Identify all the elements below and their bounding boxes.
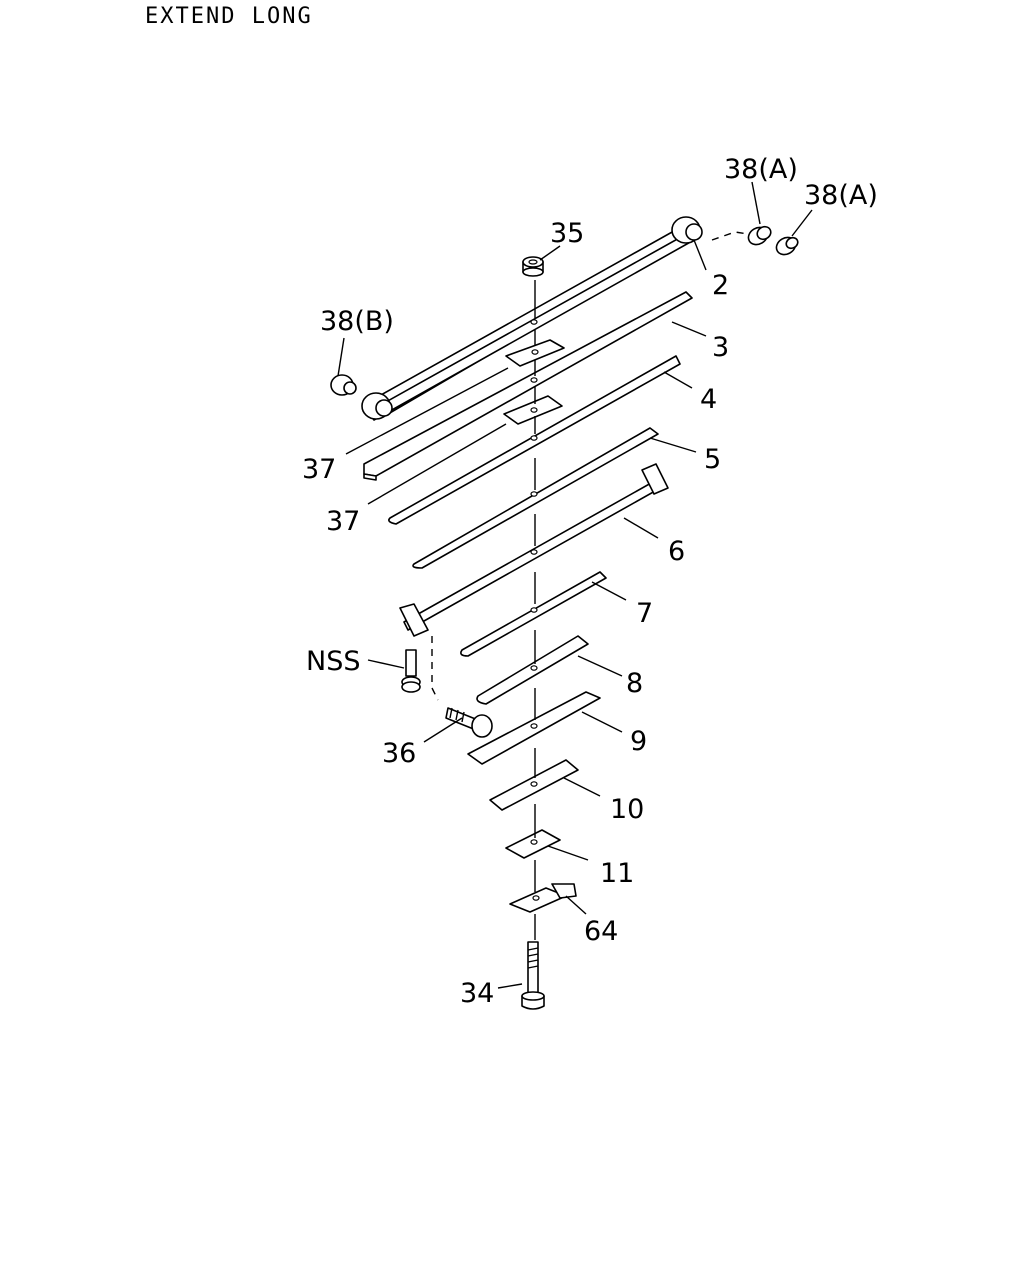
callout-37-lower: 37 xyxy=(326,506,360,537)
callout-4: 4 xyxy=(700,384,717,415)
callout-9: 9 xyxy=(630,726,647,757)
leaf-5[interactable] xyxy=(412,427,659,569)
bushing-38a-lower[interactable] xyxy=(773,234,799,258)
spacer-11[interactable] xyxy=(505,829,561,859)
callout-38a-lower: 38(A) xyxy=(804,180,878,211)
bushing-38a-upper[interactable] xyxy=(745,224,773,248)
callout-2: 2 xyxy=(712,270,729,301)
callout-64: 64 xyxy=(584,916,618,947)
callout-38a-upper: 38(A) xyxy=(724,154,798,185)
callout-10: 10 xyxy=(610,794,644,825)
callout-37-upper: 37 xyxy=(302,454,336,485)
leaf-8[interactable] xyxy=(476,635,589,705)
callout-35: 35 xyxy=(550,218,584,249)
callout-8: 8 xyxy=(626,668,643,699)
callout-38b: 38(B) xyxy=(320,306,394,337)
bolt-36[interactable] xyxy=(445,707,493,738)
leaf-6[interactable] xyxy=(399,463,669,637)
center-bolt-34[interactable] xyxy=(521,941,545,1010)
leaf-4[interactable] xyxy=(388,355,681,525)
callout-6: 6 xyxy=(668,536,685,567)
bolt-36-alignment-line xyxy=(431,636,439,701)
callout-nss: NSS xyxy=(306,646,360,677)
plate-64[interactable] xyxy=(509,883,577,913)
nut-35[interactable] xyxy=(522,256,544,277)
leaf-10[interactable] xyxy=(489,759,579,811)
callout-5: 5 xyxy=(704,444,721,475)
leaf-7[interactable] xyxy=(460,571,607,657)
callout-36: 36 xyxy=(382,738,416,769)
callout-3: 3 xyxy=(712,332,729,363)
leaf-9[interactable] xyxy=(467,691,601,765)
callout-7: 7 xyxy=(636,598,653,629)
callout-11: 11 xyxy=(600,858,634,889)
diagram-title: EXTEND LONG xyxy=(145,4,313,29)
insert-pad-37-lower[interactable] xyxy=(503,395,563,425)
bolt-nss[interactable] xyxy=(401,649,421,693)
main-leaf-2[interactable] xyxy=(361,216,703,421)
bushing-alignment-line xyxy=(711,231,749,241)
leader-lines xyxy=(337,181,813,989)
bushing-38b[interactable] xyxy=(330,374,357,396)
leaf-3[interactable] xyxy=(363,291,693,481)
callout-34: 34 xyxy=(460,978,494,1009)
